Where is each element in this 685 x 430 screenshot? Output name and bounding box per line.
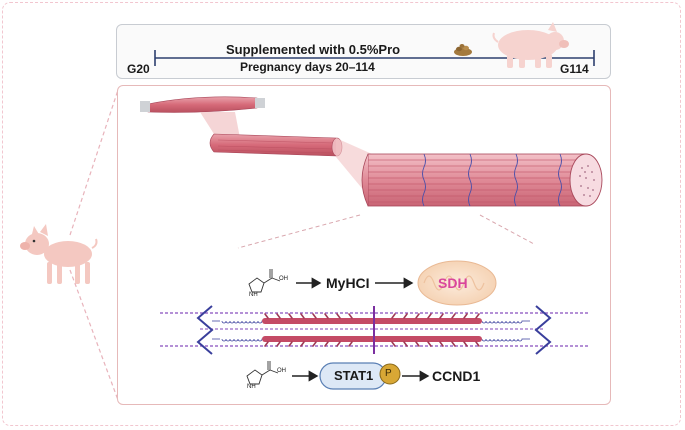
zoom-lines-piglet (69, 89, 119, 401)
outer-frame (2, 2, 681, 426)
whole-muscle (140, 96, 265, 113)
proline-nh-bottom: NH (247, 384, 256, 390)
timeline-start-label: G20 (127, 62, 150, 76)
piglet-icon (20, 224, 98, 284)
mitochondrion-icon (417, 260, 497, 306)
sarcomere (160, 305, 590, 355)
proline-molecule-bottom (246, 361, 279, 385)
zoom-lines-sarcomere (237, 214, 535, 249)
proline-oh-bottom: OH (277, 368, 286, 374)
proline-oh-top: OH (279, 276, 288, 282)
treatment-label: Supplemented with 0.5%Pro (226, 42, 401, 57)
proline-nh-top: NH (249, 292, 258, 298)
zoom-cone-1 (200, 112, 240, 138)
period-label: Pregnancy days 20–114 (240, 60, 375, 74)
sow-icon (492, 22, 569, 68)
proline-molecule-top (248, 269, 281, 293)
sdh-label: SDH (438, 275, 468, 291)
phospho-label: P (385, 368, 392, 379)
phospho-circle (379, 363, 401, 385)
detail-panel (117, 85, 611, 405)
feed-pile-icon (454, 44, 472, 56)
timeline-end-label: G114 (560, 62, 589, 76)
stat1-label: STAT1 (334, 368, 374, 383)
muscle-fiber (361, 153, 603, 207)
myhci-label: MyHCI (326, 275, 370, 291)
ccnd1-label: CCND1 (432, 368, 481, 384)
